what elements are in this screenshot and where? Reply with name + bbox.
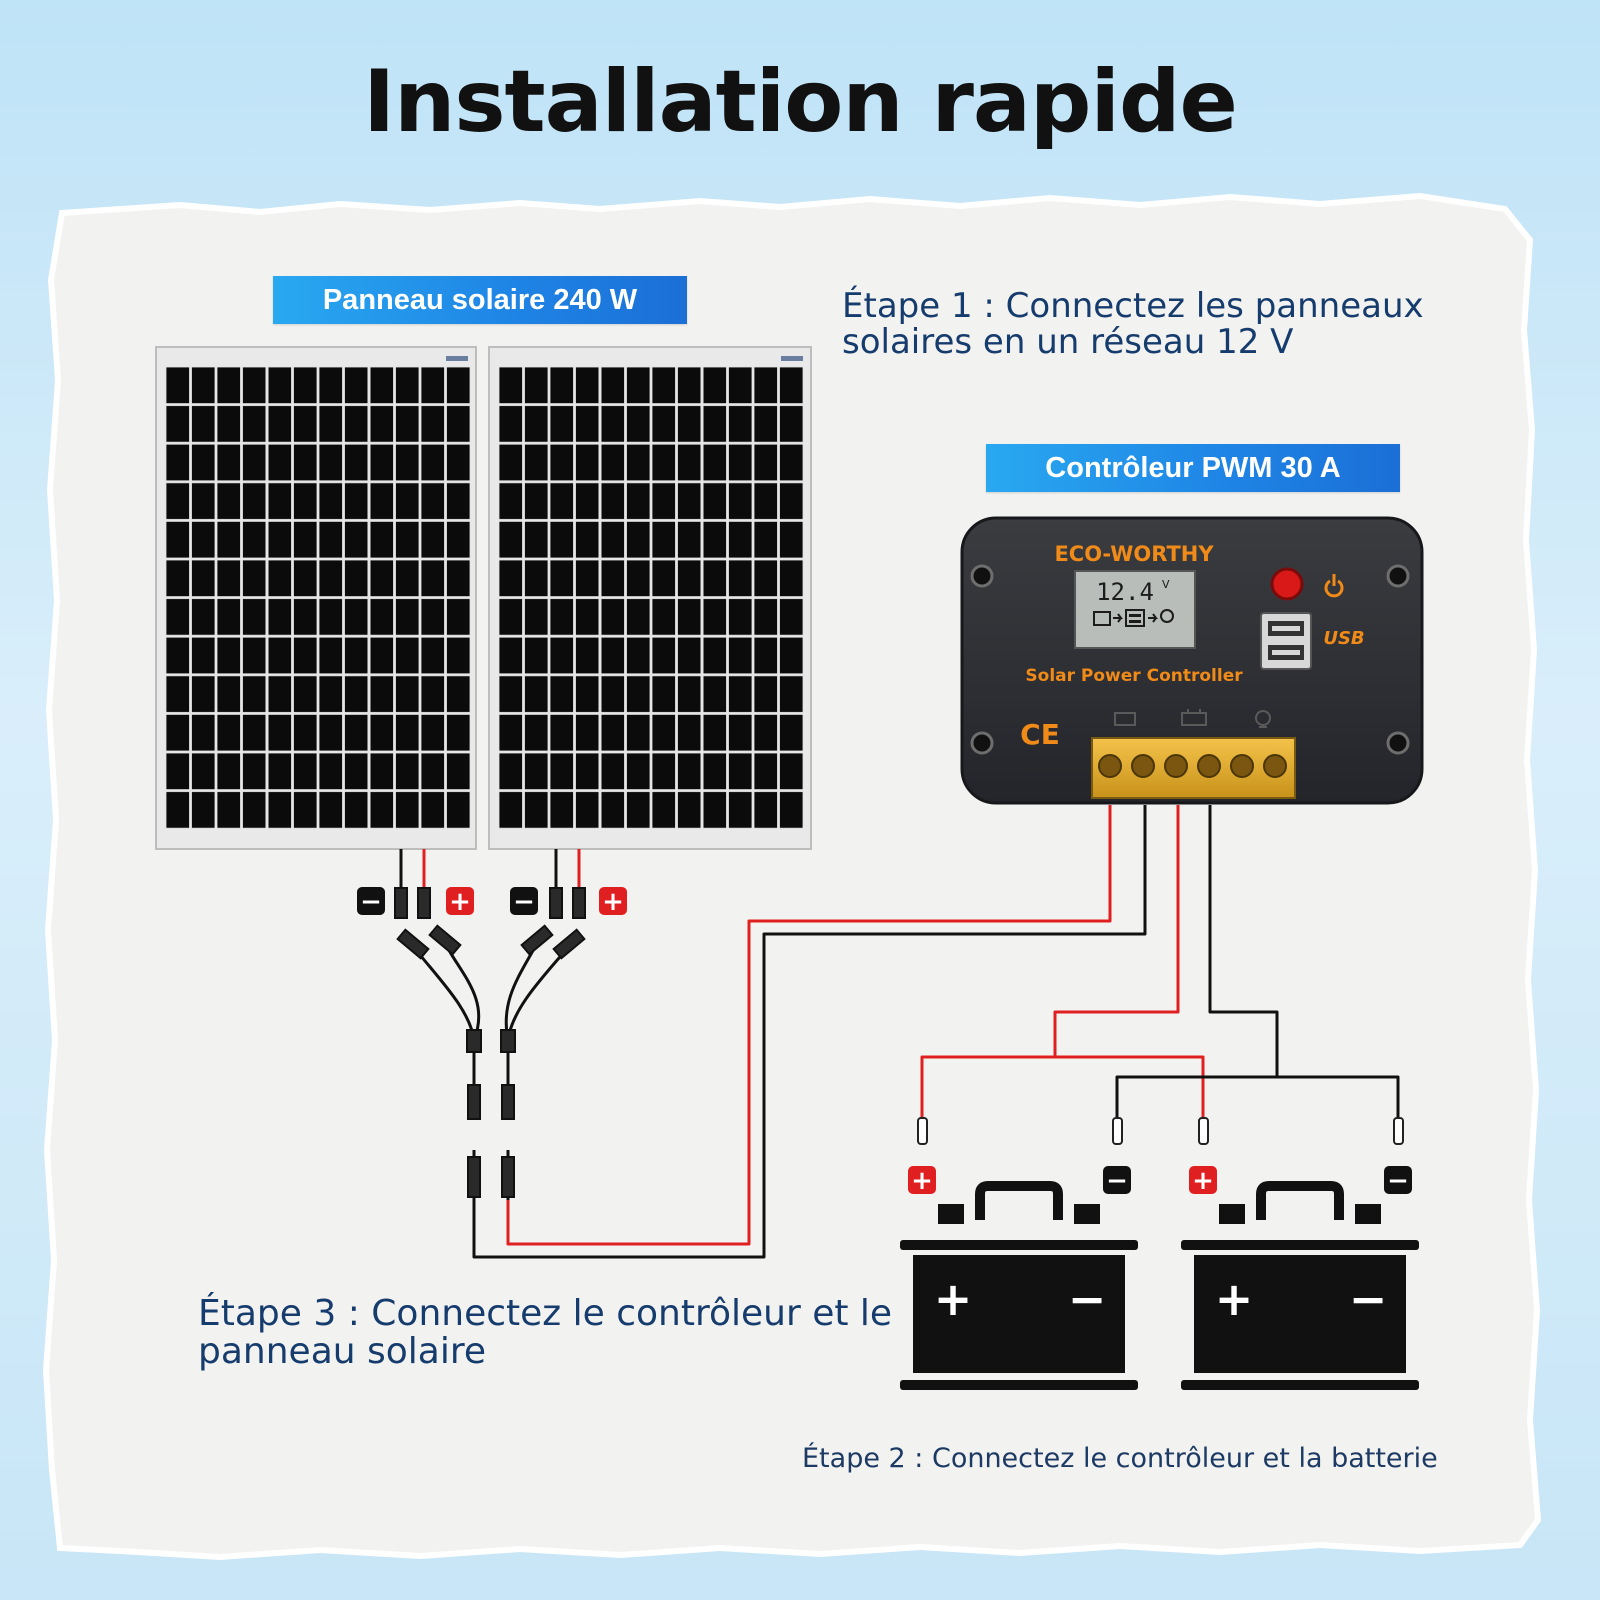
solar-panel-label: Panneau solaire 240 W: [273, 276, 687, 324]
svg-text:+: +: [934, 1272, 973, 1326]
mounting-hole: [970, 731, 994, 755]
svg-text:−: −: [1349, 1272, 1388, 1326]
pv-wires: [472, 805, 1147, 1259]
polarity-badge-negative: −: [510, 887, 538, 917]
step-1-text: Étape 1 : Connectez les panneaux solaire…: [842, 286, 1424, 362]
svg-text:+: +: [1215, 1272, 1254, 1326]
usb-label: USB: [1323, 628, 1364, 649]
polarity-badge-positive: +: [446, 887, 474, 917]
usb-port-icon: [1260, 612, 1312, 670]
polarity-badge-negative: −: [357, 887, 385, 917]
svg-text:−: −: [360, 887, 382, 917]
controller-brand: ECO-WORTHY: [1054, 542, 1214, 566]
panel-connectors: [394, 849, 586, 919]
svg-text:−: −: [513, 887, 535, 917]
step-2-text: Étape 2 : Connectez le contrôleur et la …: [802, 1443, 1438, 1474]
polarity-badge-negative: −: [1103, 1166, 1131, 1196]
y-branch-connectors: [396, 924, 586, 1220]
svg-text:−: −: [1387, 1166, 1409, 1196]
solar-panel-right: [488, 346, 812, 850]
svg-text:+: +: [602, 887, 624, 917]
controller-label: Contrôleur PWM 30 A: [986, 444, 1400, 492]
svg-text:+: +: [1192, 1166, 1214, 1196]
terminal-screws: [1098, 754, 1287, 778]
polarity-badge-positive: +: [599, 887, 627, 917]
svg-text:−: −: [1106, 1166, 1128, 1196]
controller-name: Solar Power Controller: [1025, 666, 1243, 686]
battery-icon: + −: [900, 1181, 1138, 1390]
lcd-voltage: 12.4: [1096, 578, 1154, 606]
polarity-badge-positive: +: [908, 1166, 936, 1196]
step-3-text: Étape 3 : Connectez le contrôleur et le …: [198, 1293, 893, 1372]
svg-text:+: +: [911, 1166, 933, 1196]
svg-text:−: −: [1068, 1272, 1107, 1326]
terminal-symbols: [1114, 709, 1271, 728]
lcd-flow-icon: [1093, 609, 1174, 627]
mounting-hole: [970, 564, 994, 588]
page-title: Installation rapide: [363, 52, 1238, 152]
solar-panel-left: [155, 346, 477, 850]
svg-text:V: V: [1162, 578, 1170, 591]
mounting-hole: [1386, 731, 1410, 755]
battery-wires: [917, 805, 1404, 1145]
battery-icon: + −: [1181, 1181, 1419, 1390]
polarity-badge-positive: +: [1189, 1166, 1217, 1196]
svg-text:+: +: [449, 887, 471, 917]
pwm-controller: ECO-WORTHY 12.4 V USB Solar Power Contro…: [960, 516, 1424, 805]
terminal-block: [1091, 737, 1296, 799]
polarity-badge-negative: −: [1384, 1166, 1412, 1196]
power-icon: [1324, 574, 1344, 598]
mounting-hole: [1386, 564, 1410, 588]
ce-mark: CE: [1020, 718, 1060, 751]
power-button: [1270, 567, 1304, 601]
